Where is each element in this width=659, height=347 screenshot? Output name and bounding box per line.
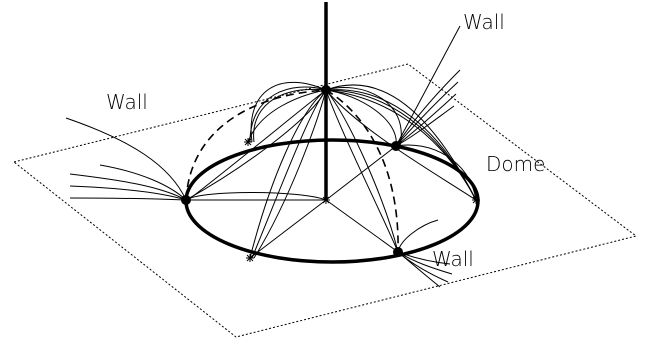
radial-line	[249, 199, 327, 259]
right-node	[391, 141, 401, 151]
dome-arcs	[185, 81, 477, 259]
dashed-meridian-left	[185, 89, 327, 201]
node-markers	[181, 85, 403, 257]
radial-line	[325, 199, 399, 253]
star-markers	[244, 138, 480, 262]
label-wall-top-right: Wall	[463, 10, 505, 34]
dome-base-ring	[184, 138, 480, 264]
label-wall-left: Wall	[106, 90, 148, 114]
label-dome: Dome	[486, 152, 545, 176]
wall-lines-top-right	[395, 25, 461, 147]
top-node	[321, 85, 331, 95]
label-wall-bottom: Wall	[432, 247, 474, 271]
left-node	[181, 195, 191, 205]
radial-line	[325, 145, 397, 201]
wall-lines-left	[65, 117, 187, 201]
bottom-node	[393, 247, 403, 257]
dashed-meridian-right	[325, 89, 399, 253]
